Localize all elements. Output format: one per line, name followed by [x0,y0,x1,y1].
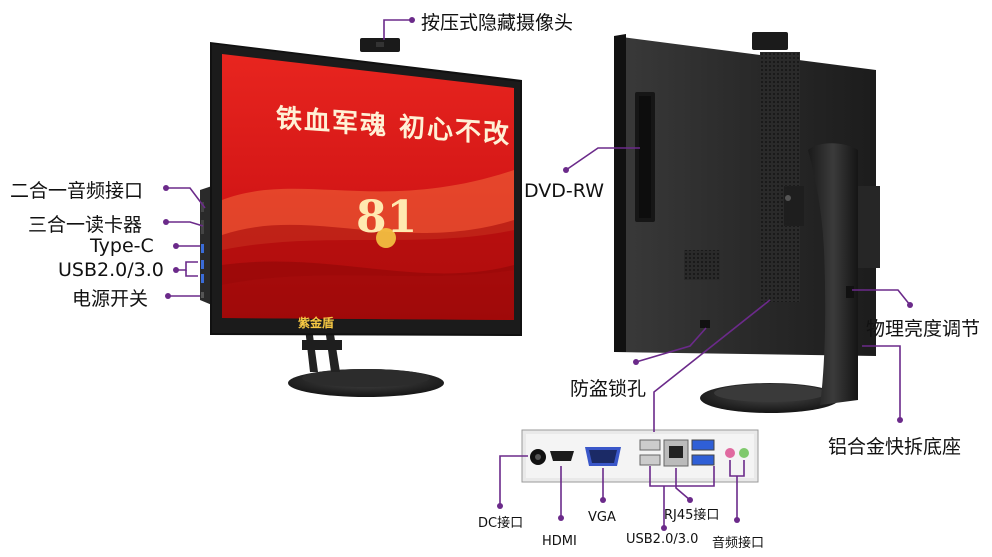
label-camera: 按压式隐藏摄像头 [421,12,574,34]
back-camera [752,32,788,50]
label-power-switch: 电源开关 [72,288,149,310]
callout-dots [163,17,913,531]
back-monitor [614,32,880,413]
label-card-reader: 三合一读卡器 [28,214,143,236]
label-usb-front: USB2.0/3.0 [58,259,164,281]
lock-hole [700,320,710,328]
rear-io-panel [521,429,759,483]
label-type-c: Type-C [90,235,154,257]
label-vga: VGA [588,510,616,525]
rear-vent [760,52,800,302]
label-dvd: DVD-RW [524,180,604,202]
hdmi-port [550,451,574,461]
screen-number: 81 [356,192,418,243]
label-hdmi: HDMI [542,534,577,549]
headphone-jack [739,448,749,458]
brand-logo-text: 紫金盾 [298,316,335,330]
label-lock: 防盗锁孔 [570,378,647,400]
front-monitor [200,38,522,397]
back-shell [614,36,876,356]
callout-lines [166,19,911,528]
mic-jack [725,448,735,458]
label-rj45: RJ45接口 [664,508,720,523]
back-stand [808,143,858,405]
label-base: 铝合金快拆底座 [828,436,962,458]
label-dc: DC接口 [478,516,524,531]
label-usb-rear: USB2.0/3.0 [626,532,699,547]
label-audio-rear: 音频接口 [712,536,765,551]
label-audio-combo: 二合一音频接口 [10,180,144,202]
label-brightness: 物理亮度调节 [866,318,981,340]
